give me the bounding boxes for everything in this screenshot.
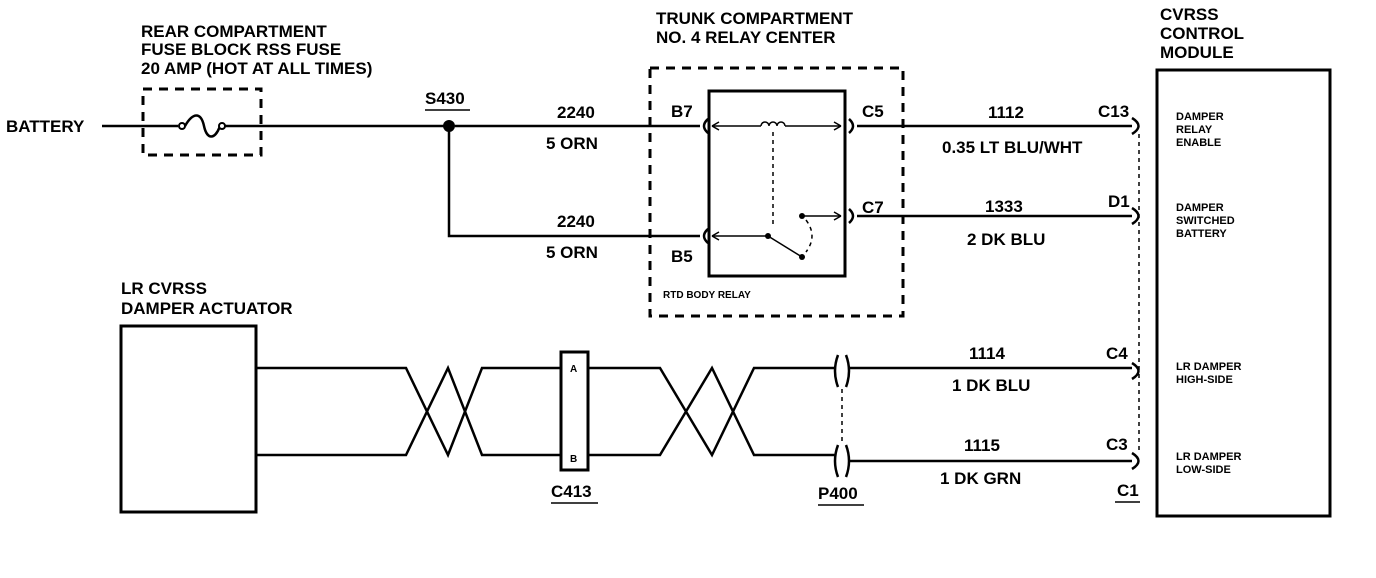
pin-c4-connector <box>1131 361 1140 381</box>
connector-c413-label: C413 <box>551 482 592 501</box>
fuse-block-title-line3: 20 AMP (HOT AT ALL TIMES) <box>141 59 372 78</box>
relay-center-title-line1: TRUNK COMPARTMENT <box>656 9 854 28</box>
fuse-block-outline <box>141 87 263 157</box>
actuator-title-line2: DAMPER ACTUATOR <box>121 299 293 318</box>
pin-c4-label: C4 <box>1106 344 1128 363</box>
func-switched-2: SWITCHED <box>1176 215 1235 227</box>
control-module-body <box>1155 68 1332 518</box>
wire-1115-circuit: 1115 <box>964 436 1000 455</box>
damper-actuator-body <box>119 324 258 514</box>
pin-c7-connector <box>848 208 855 224</box>
func-low-2: LOW-SIDE <box>1176 464 1231 476</box>
relay-coil <box>711 121 842 131</box>
pin-b5-connector <box>702 228 709 244</box>
wire-2240-top-desc: 5 ORN <box>546 134 598 153</box>
relay-switch <box>711 211 842 260</box>
wire-2240-bottom <box>447 126 700 238</box>
wire-2240-bottom-desc: 5 ORN <box>546 243 598 262</box>
twisted-pair-lower-left <box>256 364 560 457</box>
c413-pin-a: A <box>570 364 577 375</box>
func-low-1: LR DAMPER <box>1176 451 1241 463</box>
wire-1333-circuit: 1333 <box>985 197 1023 216</box>
pin-c3-connector <box>1131 451 1140 471</box>
connector-c413 <box>559 350 590 472</box>
func-enable-2: RELAY <box>1176 124 1213 136</box>
wire-1333-desc: 2 DK BLU <box>967 230 1045 249</box>
relay-body <box>707 89 847 278</box>
c413-pin-b: B <box>570 454 577 465</box>
wire-1115-desc: 1 DK GRN <box>940 469 1021 488</box>
module-title-line2: CONTROL <box>1160 24 1244 43</box>
fuse-symbol <box>178 114 226 138</box>
actuator-title-line1: LR CVRSS <box>121 279 207 298</box>
wire-1114-desc: 1 DK BLU <box>952 376 1030 395</box>
relay-name-label: RTD BODY RELAY <box>663 290 751 301</box>
func-enable-3: ENABLE <box>1176 137 1221 149</box>
pin-b7-label: B7 <box>671 102 693 121</box>
func-switched-3: BATTERY <box>1176 228 1227 240</box>
battery-label: BATTERY <box>6 117 85 136</box>
pin-b7-connector <box>702 118 709 134</box>
module-title-line1: CVRSS <box>1160 5 1219 24</box>
func-high-1: LR DAMPER <box>1176 361 1241 373</box>
pin-c13-label: C13 <box>1098 102 1129 121</box>
relay-center-title-line2: NO. 4 RELAY CENTER <box>656 28 836 47</box>
twisted-pair-lower-right <box>588 365 836 457</box>
pin-b5-label: B5 <box>671 247 693 266</box>
connector-p400 <box>833 354 851 478</box>
wire-1112-circuit: 1112 <box>988 103 1024 122</box>
pin-c5-label: C5 <box>862 102 884 121</box>
pin-c13-connector <box>1131 116 1140 136</box>
pin-c3-label: C3 <box>1106 435 1128 454</box>
fuse-block-title-line2: FUSE BLOCK RSS FUSE <box>141 40 341 59</box>
connector-c1-label: C1 <box>1117 481 1139 500</box>
twisted-pair-upper-right <box>588 366 836 458</box>
wire-2240-bottom-circuit: 2240 <box>557 212 595 231</box>
pin-d1-label: D1 <box>1108 192 1130 211</box>
pin-d1-connector <box>1131 206 1140 226</box>
splice-label: S430 <box>425 89 465 108</box>
func-enable-1: DAMPER <box>1176 111 1224 123</box>
wire-2240-top-circuit: 2240 <box>557 103 595 122</box>
func-high-2: HIGH-SIDE <box>1176 374 1233 386</box>
wire-1112-desc: 0.35 LT BLU/WHT <box>942 138 1083 157</box>
func-switched-1: DAMPER <box>1176 202 1224 214</box>
pin-c7-label: C7 <box>862 198 884 217</box>
fuse-block-title-line1: REAR COMPARTMENT <box>141 22 327 41</box>
twisted-pair-upper-left <box>256 366 560 459</box>
module-title-line3: MODULE <box>1160 43 1234 62</box>
wire-1114-circuit: 1114 <box>969 344 1005 363</box>
relay-center-outline <box>648 66 905 318</box>
connector-p400-label: P400 <box>818 484 858 503</box>
pin-c5-connector <box>848 118 855 134</box>
